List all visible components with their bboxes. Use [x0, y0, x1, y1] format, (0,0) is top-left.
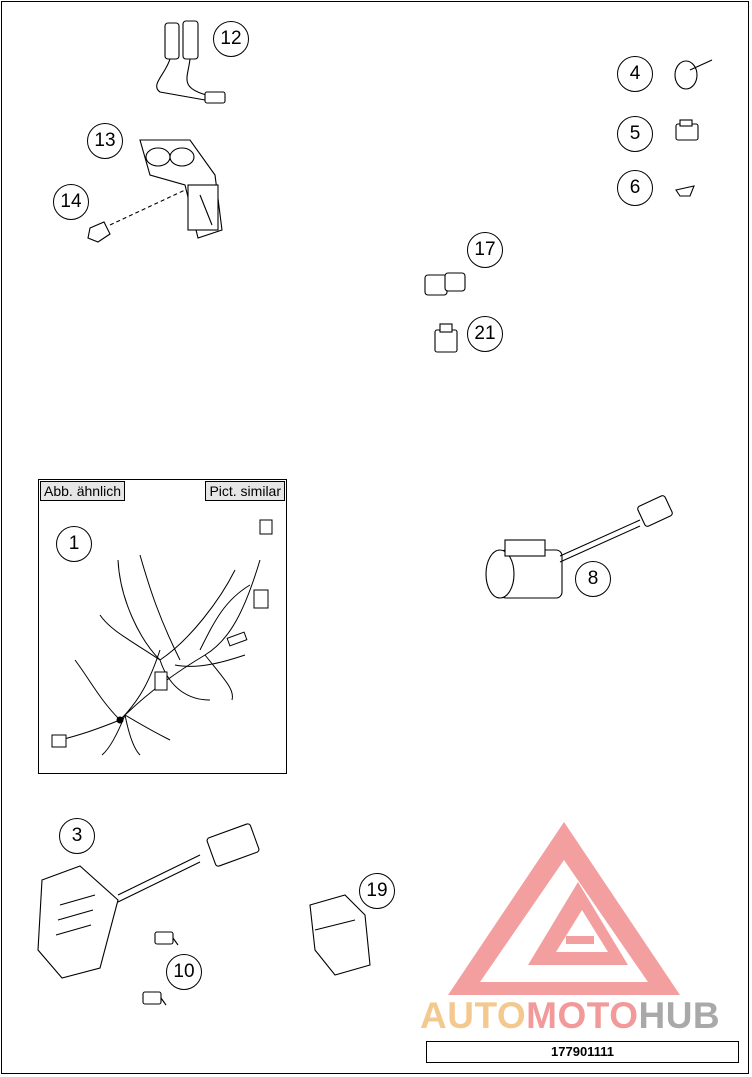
watermark-auto: AUTO: [420, 995, 527, 1036]
callout-17: 17: [467, 232, 503, 268]
callout-10: 10: [166, 954, 202, 990]
callout-1: 1: [56, 526, 92, 562]
callout-12: 12: [213, 21, 249, 57]
callout-3: 3: [59, 818, 95, 854]
part-12-sockets: [156, 20, 226, 104]
callout-6: 6: [617, 170, 653, 206]
watermark-logo: [448, 822, 680, 995]
part-17-connector: [424, 272, 466, 296]
part-6-clip: [675, 185, 695, 197]
callout-4: 4: [617, 56, 653, 92]
callout-13: 13: [87, 123, 123, 159]
callout-5: 5: [617, 116, 653, 152]
callout-14: 14: [53, 184, 89, 220]
tag-similar-de: Abb. ähnlich: [40, 481, 126, 501]
part-number: 177901111: [426, 1041, 739, 1063]
watermark-hub: HUB: [638, 995, 721, 1036]
tag-similar-en: Pict. similar: [205, 481, 285, 501]
part-8-sensor: [485, 495, 673, 599]
callout-19: 19: [359, 873, 395, 909]
part-4-cable-tie: [674, 59, 713, 90]
part-13-holder: [139, 139, 223, 239]
part-3-regulator: [37, 823, 260, 979]
part-21-connector: [434, 323, 458, 353]
callout-21: 21: [467, 316, 503, 352]
part-5-clip: [675, 119, 699, 141]
callout-8: 8: [575, 561, 611, 597]
part-10-bolts: [142, 931, 179, 1006]
watermark-text: AUTOMOTOHUB: [420, 995, 720, 1037]
part-19-cover: [309, 894, 371, 976]
part-1-wiring-harness: [51, 519, 273, 756]
harness-box: Abb. ähnlich Pict. similar 1: [38, 479, 287, 774]
watermark-moto: MOTO: [526, 995, 639, 1036]
part-14-screw: [87, 189, 186, 243]
